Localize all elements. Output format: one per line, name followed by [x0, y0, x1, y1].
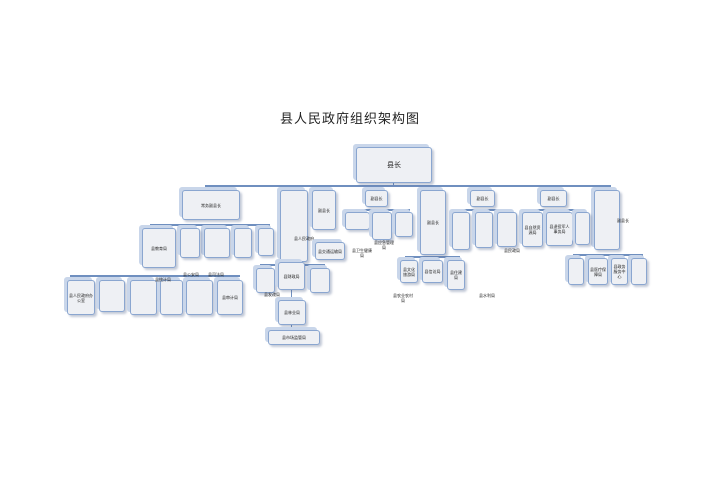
dept-label: 县统计局 — [155, 277, 171, 282]
dept-box: 县自然资源局 — [522, 212, 543, 247]
connector — [350, 209, 410, 211]
connector — [527, 209, 582, 211]
connector — [455, 209, 510, 211]
dept-label: 县公安局 — [183, 272, 199, 277]
dept-box — [631, 258, 647, 285]
dept-box — [475, 212, 493, 248]
dept-label: 县应急管理局 — [374, 240, 394, 250]
dept-box: 县财政局 — [278, 262, 305, 290]
deputy-head-box: 副县长 — [312, 190, 336, 230]
county-head-box: 县长 — [356, 147, 432, 183]
dept-box — [372, 212, 392, 240]
government-office-box — [280, 190, 308, 262]
dept-box — [568, 258, 584, 285]
deputy-head-box: 副县长 — [540, 190, 567, 207]
connector — [573, 254, 643, 256]
dept-box: 县政务服务中心 — [611, 258, 628, 285]
dept-box — [258, 228, 274, 256]
dept-box — [234, 228, 252, 258]
government-office-label: 县人民政府 — [294, 236, 314, 241]
page-title: 县人民政府组织架构图 — [279, 112, 420, 127]
dept-box: 县信访局 — [422, 260, 443, 283]
dept-label: 县水利局 — [479, 293, 495, 298]
dept-box — [256, 268, 275, 293]
dept-box: 县住建局 — [447, 260, 465, 290]
dept-label: 县农业农村局 — [393, 293, 413, 303]
dept-box — [204, 228, 230, 258]
connector — [393, 183, 394, 186]
dept-box — [575, 212, 590, 245]
dept-box — [186, 280, 213, 315]
deputy-head-box: 副县长 — [470, 190, 495, 207]
dept-box — [452, 212, 470, 250]
dept-box: 县市场监管局 — [268, 330, 320, 345]
dept-box — [395, 212, 413, 237]
dept-box: 县医疗保障局 — [588, 258, 608, 285]
deputy-head-label: 副县长 — [617, 218, 629, 223]
dept-box: 县审计局 — [217, 280, 243, 315]
dept-box — [130, 280, 157, 315]
executive-deputy-box: 常务副县长 — [182, 190, 240, 220]
connector — [405, 256, 460, 258]
deputy-head-box: 副县长 — [365, 190, 388, 207]
dept-box: 县教育局 — [142, 228, 176, 268]
dept-box — [99, 280, 125, 312]
dept-label: 县民政局 — [504, 248, 520, 253]
deputy-head-box: 副县长 — [420, 190, 446, 255]
dept-box: 县交通运输局 — [315, 242, 345, 260]
dept-box — [180, 228, 200, 258]
dept-box — [345, 212, 370, 230]
dept-box — [160, 280, 183, 315]
dept-label: 县司法局 — [208, 272, 224, 277]
dept-box: 县林业局 — [278, 300, 306, 325]
connector — [205, 185, 611, 187]
deputy-head-box — [594, 190, 620, 250]
dept-label: 县发改局 — [264, 292, 280, 297]
dept-box — [310, 268, 330, 293]
dept-box: 县退役军人事务局 — [546, 212, 573, 246]
connector — [70, 275, 240, 277]
connector — [150, 224, 270, 226]
dept-box: 县人民政府办公室 — [67, 280, 95, 315]
dept-label: 县卫生健康局 — [352, 248, 372, 258]
dept-box: 县文化旅游局 — [400, 260, 418, 283]
dept-box — [497, 212, 517, 247]
